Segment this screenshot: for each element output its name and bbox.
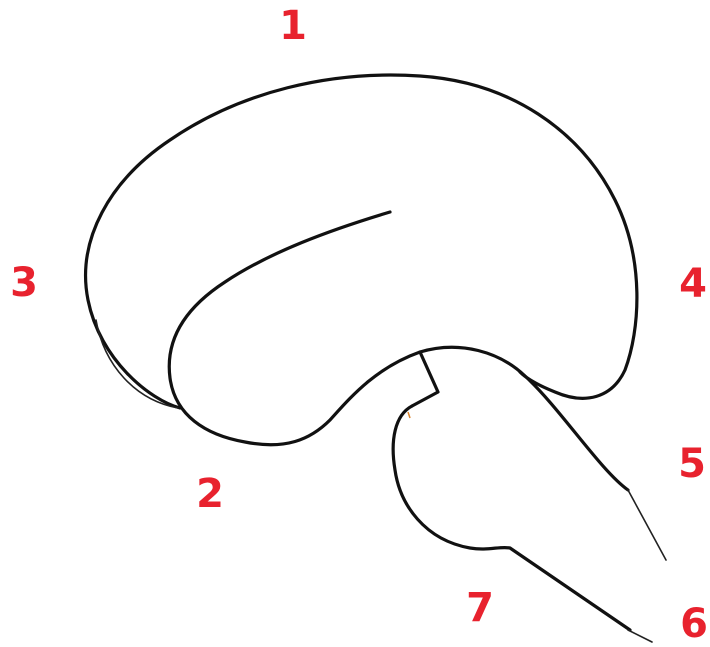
temporal-lobe-outline (169, 212, 628, 490)
label-4: 4 (679, 261, 707, 307)
label-1: 1 (279, 3, 307, 49)
frontal-pole-thin-outline (96, 320, 178, 408)
label-6: 6 (680, 601, 708, 647)
pons-medulla-outline (393, 406, 630, 630)
label-5: 5 (678, 441, 706, 487)
spinal-line-thin (628, 490, 666, 560)
label-2: 2 (196, 471, 224, 517)
brainstem-tick-mark (408, 412, 410, 418)
label-7: 7 (466, 585, 494, 631)
label-3: 3 (10, 260, 38, 306)
midbrain-outline (412, 352, 438, 406)
medulla-tail-thin (628, 630, 652, 642)
